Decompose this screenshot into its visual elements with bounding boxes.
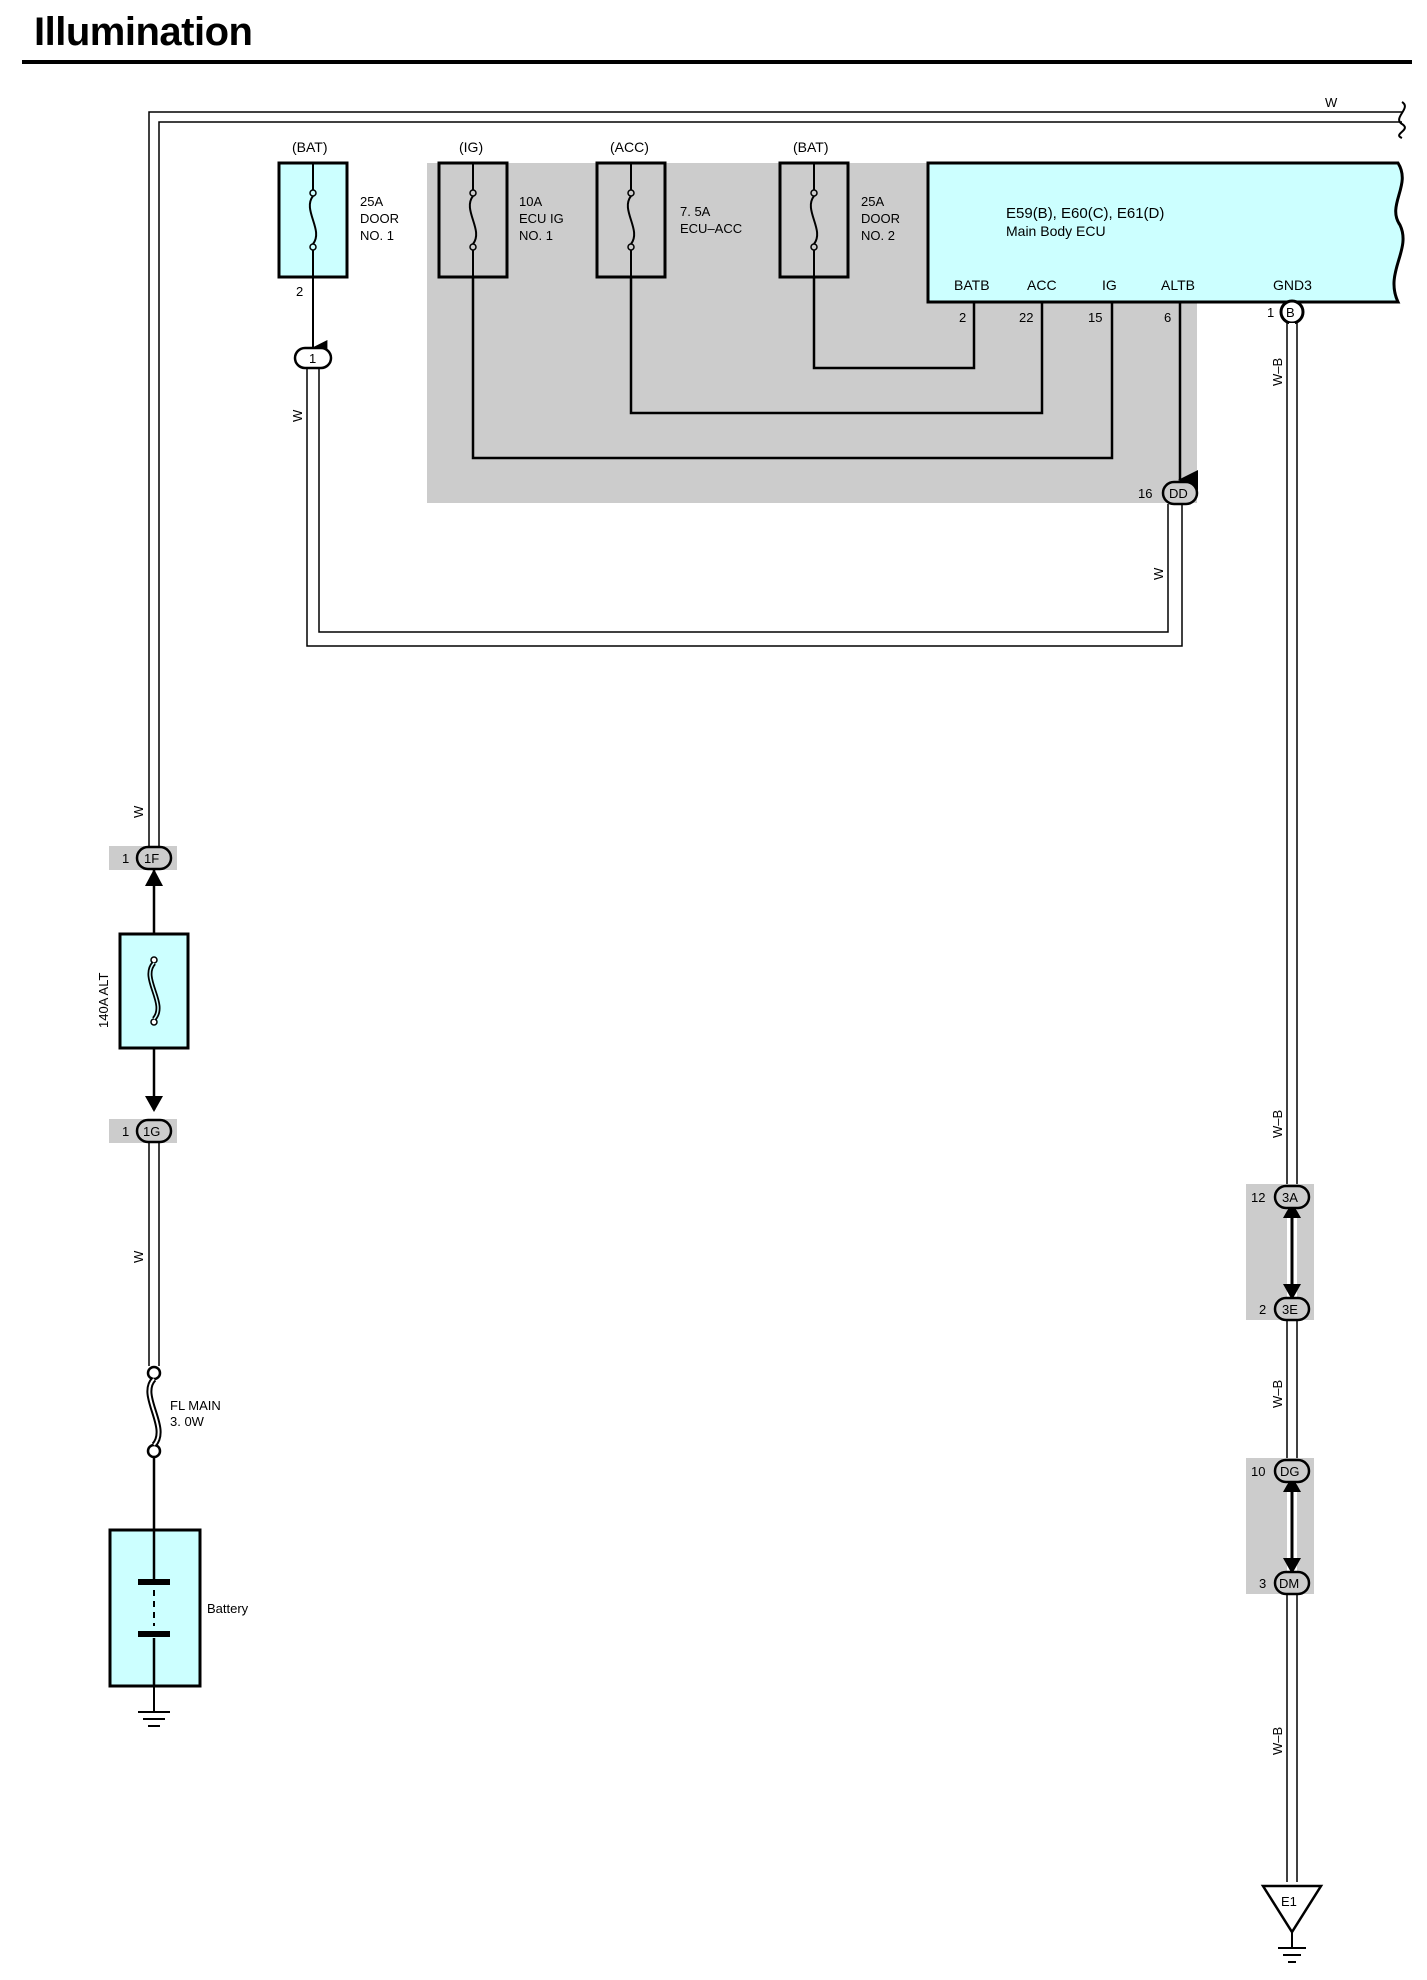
fuse-ecu-acc-rating: 7. 5A — [680, 204, 711, 219]
junction-connector-label: 1 — [309, 351, 316, 366]
connector-3a-pin: 12 — [1251, 1190, 1265, 1205]
wire-w-1g-fl — [148, 1143, 160, 1366]
fuse-door-no2 — [778, 161, 850, 279]
fuse-ecu-acc-source: (ACC) — [610, 139, 649, 155]
ecu-pin-altb: 6 — [1164, 310, 1171, 325]
connector-dg-pin: 10 — [1251, 1464, 1265, 1479]
connector-1g-id: 1G — [143, 1124, 160, 1139]
ecu-terminal-gnd3: GND3 — [1273, 277, 1312, 293]
fuse-ecu-acc-name: ECU–ACC — [680, 221, 742, 236]
wire-label-wb-3: W–B — [1270, 1380, 1285, 1408]
ecu-terminal-ig: IG — [1102, 277, 1117, 293]
connector-1g-pin: 1 — [122, 1124, 129, 1139]
fl-main-rating: 3. 0W — [170, 1414, 205, 1429]
fuse-door2-name2: NO. 2 — [861, 228, 895, 243]
wire-label-w-top: W — [1325, 95, 1338, 110]
connector-dg-id: DG — [1280, 1464, 1300, 1479]
ecu-pin-ig: 15 — [1088, 310, 1102, 325]
ecu-name: Main Body ECU — [1006, 223, 1106, 239]
ecu-pin-gnd3: 1 — [1267, 305, 1274, 320]
ecu-pin-acc: 22 — [1019, 310, 1033, 325]
fuse-door2-name: DOOR — [861, 211, 900, 226]
connector-3e — [1273, 1296, 1311, 1322]
main-body-ecu-box — [926, 161, 1405, 304]
fuse-door1-name2: NO. 1 — [360, 228, 394, 243]
connector-1g — [135, 1118, 173, 1144]
title-rule — [22, 60, 1412, 64]
wire-label-wb-2: W–B — [1270, 1110, 1285, 1138]
arrow-down-1g — [145, 1096, 163, 1112]
fuse-door1-rating: 25A — [360, 194, 383, 209]
ecu-terminal-altb: ALTB — [1161, 277, 1195, 293]
ecu-pin-batb: 2 — [959, 310, 966, 325]
fuse-ecu-ig1-source: (IG) — [459, 139, 483, 155]
connector-dm — [1273, 1570, 1311, 1596]
connector-dm-pin: 3 — [1259, 1576, 1266, 1591]
connector-b-label: B — [1286, 305, 1295, 320]
junction-connector-1 — [293, 346, 333, 370]
ecu-input-wires — [471, 277, 1114, 460]
wire-label-w-loop: W — [290, 409, 305, 422]
arrow-up-1f — [145, 869, 163, 886]
fuse-ecu-ig1-rating: 10A — [519, 194, 542, 209]
fuse-ecu-ig-no1 — [437, 161, 509, 279]
fuse-140a-alt-label: 140A ALT — [96, 973, 111, 1028]
wire-wb-core — [1289, 323, 1295, 1882]
connector-dg — [1273, 1458, 1311, 1484]
page-title: Illumination — [34, 10, 253, 54]
connector-3e-pin: 2 — [1259, 1302, 1266, 1317]
ecu-terminal-batb: BATB — [954, 277, 990, 293]
connector-dd — [1161, 480, 1199, 506]
wire-w-loop — [306, 368, 1183, 647]
fuse-door1-source: (BAT) — [292, 139, 328, 155]
fuse-door2-source: (BAT) — [793, 139, 829, 155]
fuse-140a-alt — [118, 932, 190, 1050]
connector-3a-id: 3A — [1282, 1190, 1298, 1205]
ecu-terminal-acc: ACC — [1027, 277, 1057, 293]
wire-label-w-1g: W — [131, 1250, 146, 1263]
fuse-door2-rating: 25A — [861, 194, 884, 209]
wire-label-w-dd: W — [1151, 567, 1166, 580]
wire-label-wb-4: W–B — [1270, 1727, 1285, 1755]
battery-symbol — [108, 1528, 202, 1688]
fusible-link-fl-main — [146, 1365, 162, 1459]
fuse-ecu-ig1-name: ECU IG — [519, 211, 564, 226]
connector-1f-id: 1F — [144, 851, 159, 866]
ground-e1-label: E1 — [1281, 1894, 1297, 1909]
battery-label: Battery — [207, 1601, 249, 1616]
wire-wb-ground — [1286, 323, 1298, 1882]
battery-ground-icon — [138, 1686, 170, 1727]
fuse-door-no1 — [277, 161, 349, 279]
fuse-door1-name: DOOR — [360, 211, 399, 226]
wire-label-wb-1: W–B — [1270, 358, 1285, 386]
connector-dm-id: DM — [1279, 1576, 1299, 1591]
wire-w-top — [148, 111, 1402, 848]
connector-3a — [1273, 1184, 1311, 1210]
ecu-connectors: E59(B), E60(C), E61(D) — [1006, 205, 1164, 222]
connector-1f-pin: 1 — [122, 851, 129, 866]
connector-3e-id: 3E — [1282, 1302, 1298, 1317]
fl-main-name: FL MAIN — [170, 1398, 221, 1413]
fuse-ecu-ig1-name2: NO. 1 — [519, 228, 553, 243]
wire-break-mark — [1398, 101, 1406, 139]
fuse-door1-pin: 2 — [296, 284, 303, 299]
connector-dd-pin: 16 — [1138, 486, 1152, 501]
fuse-ecu-acc — [595, 161, 667, 279]
ground-e1-symbol — [1260, 1884, 1324, 1963]
wire-label-w-left: W — [131, 805, 146, 818]
connector-dd-id: DD — [1169, 486, 1188, 501]
